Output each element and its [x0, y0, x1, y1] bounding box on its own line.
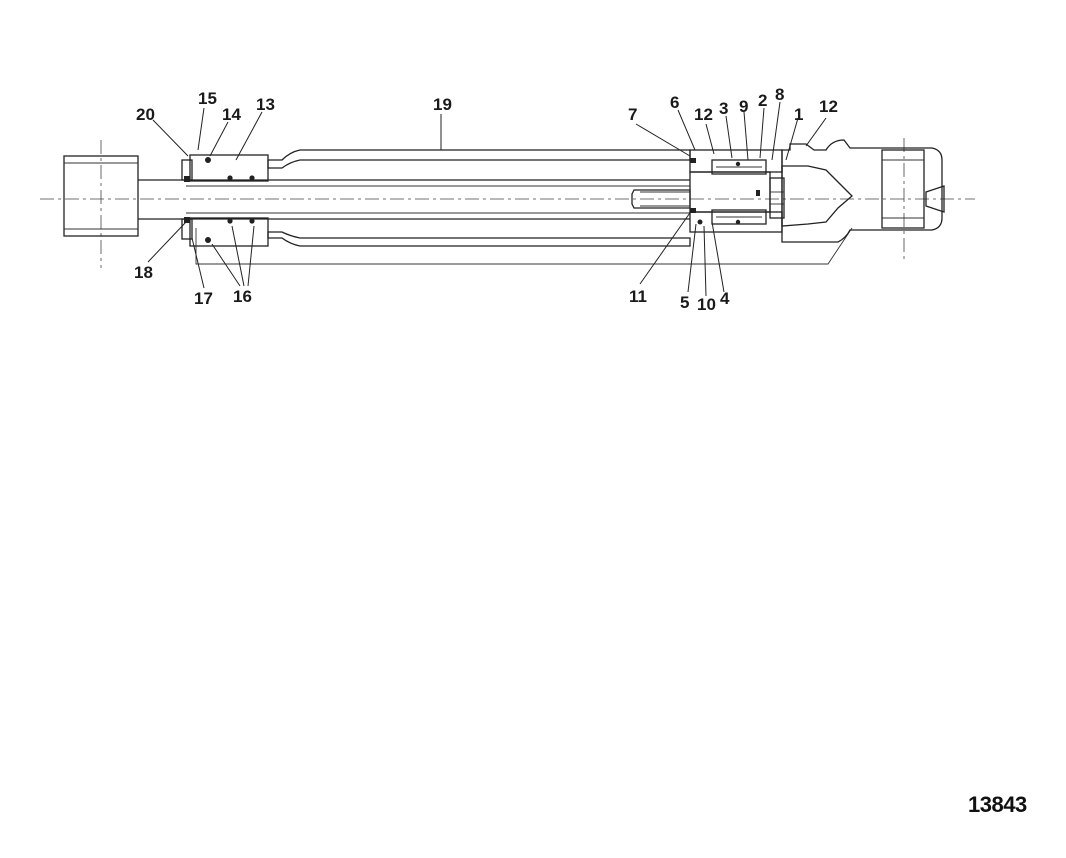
- figure-number: 13843: [968, 792, 1027, 817]
- callout-11: 11: [629, 287, 647, 306]
- callout-12-right: 12: [819, 97, 838, 116]
- callout-3: 3: [719, 99, 728, 118]
- callout-19: 19: [433, 95, 452, 114]
- callout-18: 18: [134, 263, 153, 282]
- callout-14: 14: [222, 105, 241, 124]
- callout-12-top: 12: [694, 105, 713, 124]
- callout-4: 4: [720, 289, 730, 308]
- base-end: [781, 139, 945, 243]
- callout-15: 15: [198, 89, 217, 108]
- callout-6: 6: [670, 93, 679, 112]
- callout-10: 10: [697, 295, 716, 314]
- callout-8: 8: [775, 85, 784, 104]
- rod-gland: [181, 154, 269, 247]
- piston-assembly: [631, 149, 785, 233]
- leader-lines: [147, 101, 827, 297]
- callout-13: 13: [256, 95, 275, 114]
- callout-20: 20: [136, 105, 155, 124]
- centerlines: [40, 138, 975, 268]
- callout-9: 9: [739, 97, 748, 116]
- callout-2: 2: [758, 91, 767, 110]
- piston-rod: [138, 179, 690, 220]
- callout-1: 1: [794, 105, 803, 124]
- callout-17: 17: [194, 289, 213, 308]
- callout-5: 5: [680, 293, 689, 312]
- rod-end-eye: [63, 155, 139, 237]
- callout-labels: 20 15 14 13 19 7 6 12 3 9 2 8 1 12 18 17…: [134, 85, 838, 314]
- callout-7: 7: [628, 105, 637, 124]
- callout-16: 16: [233, 287, 252, 306]
